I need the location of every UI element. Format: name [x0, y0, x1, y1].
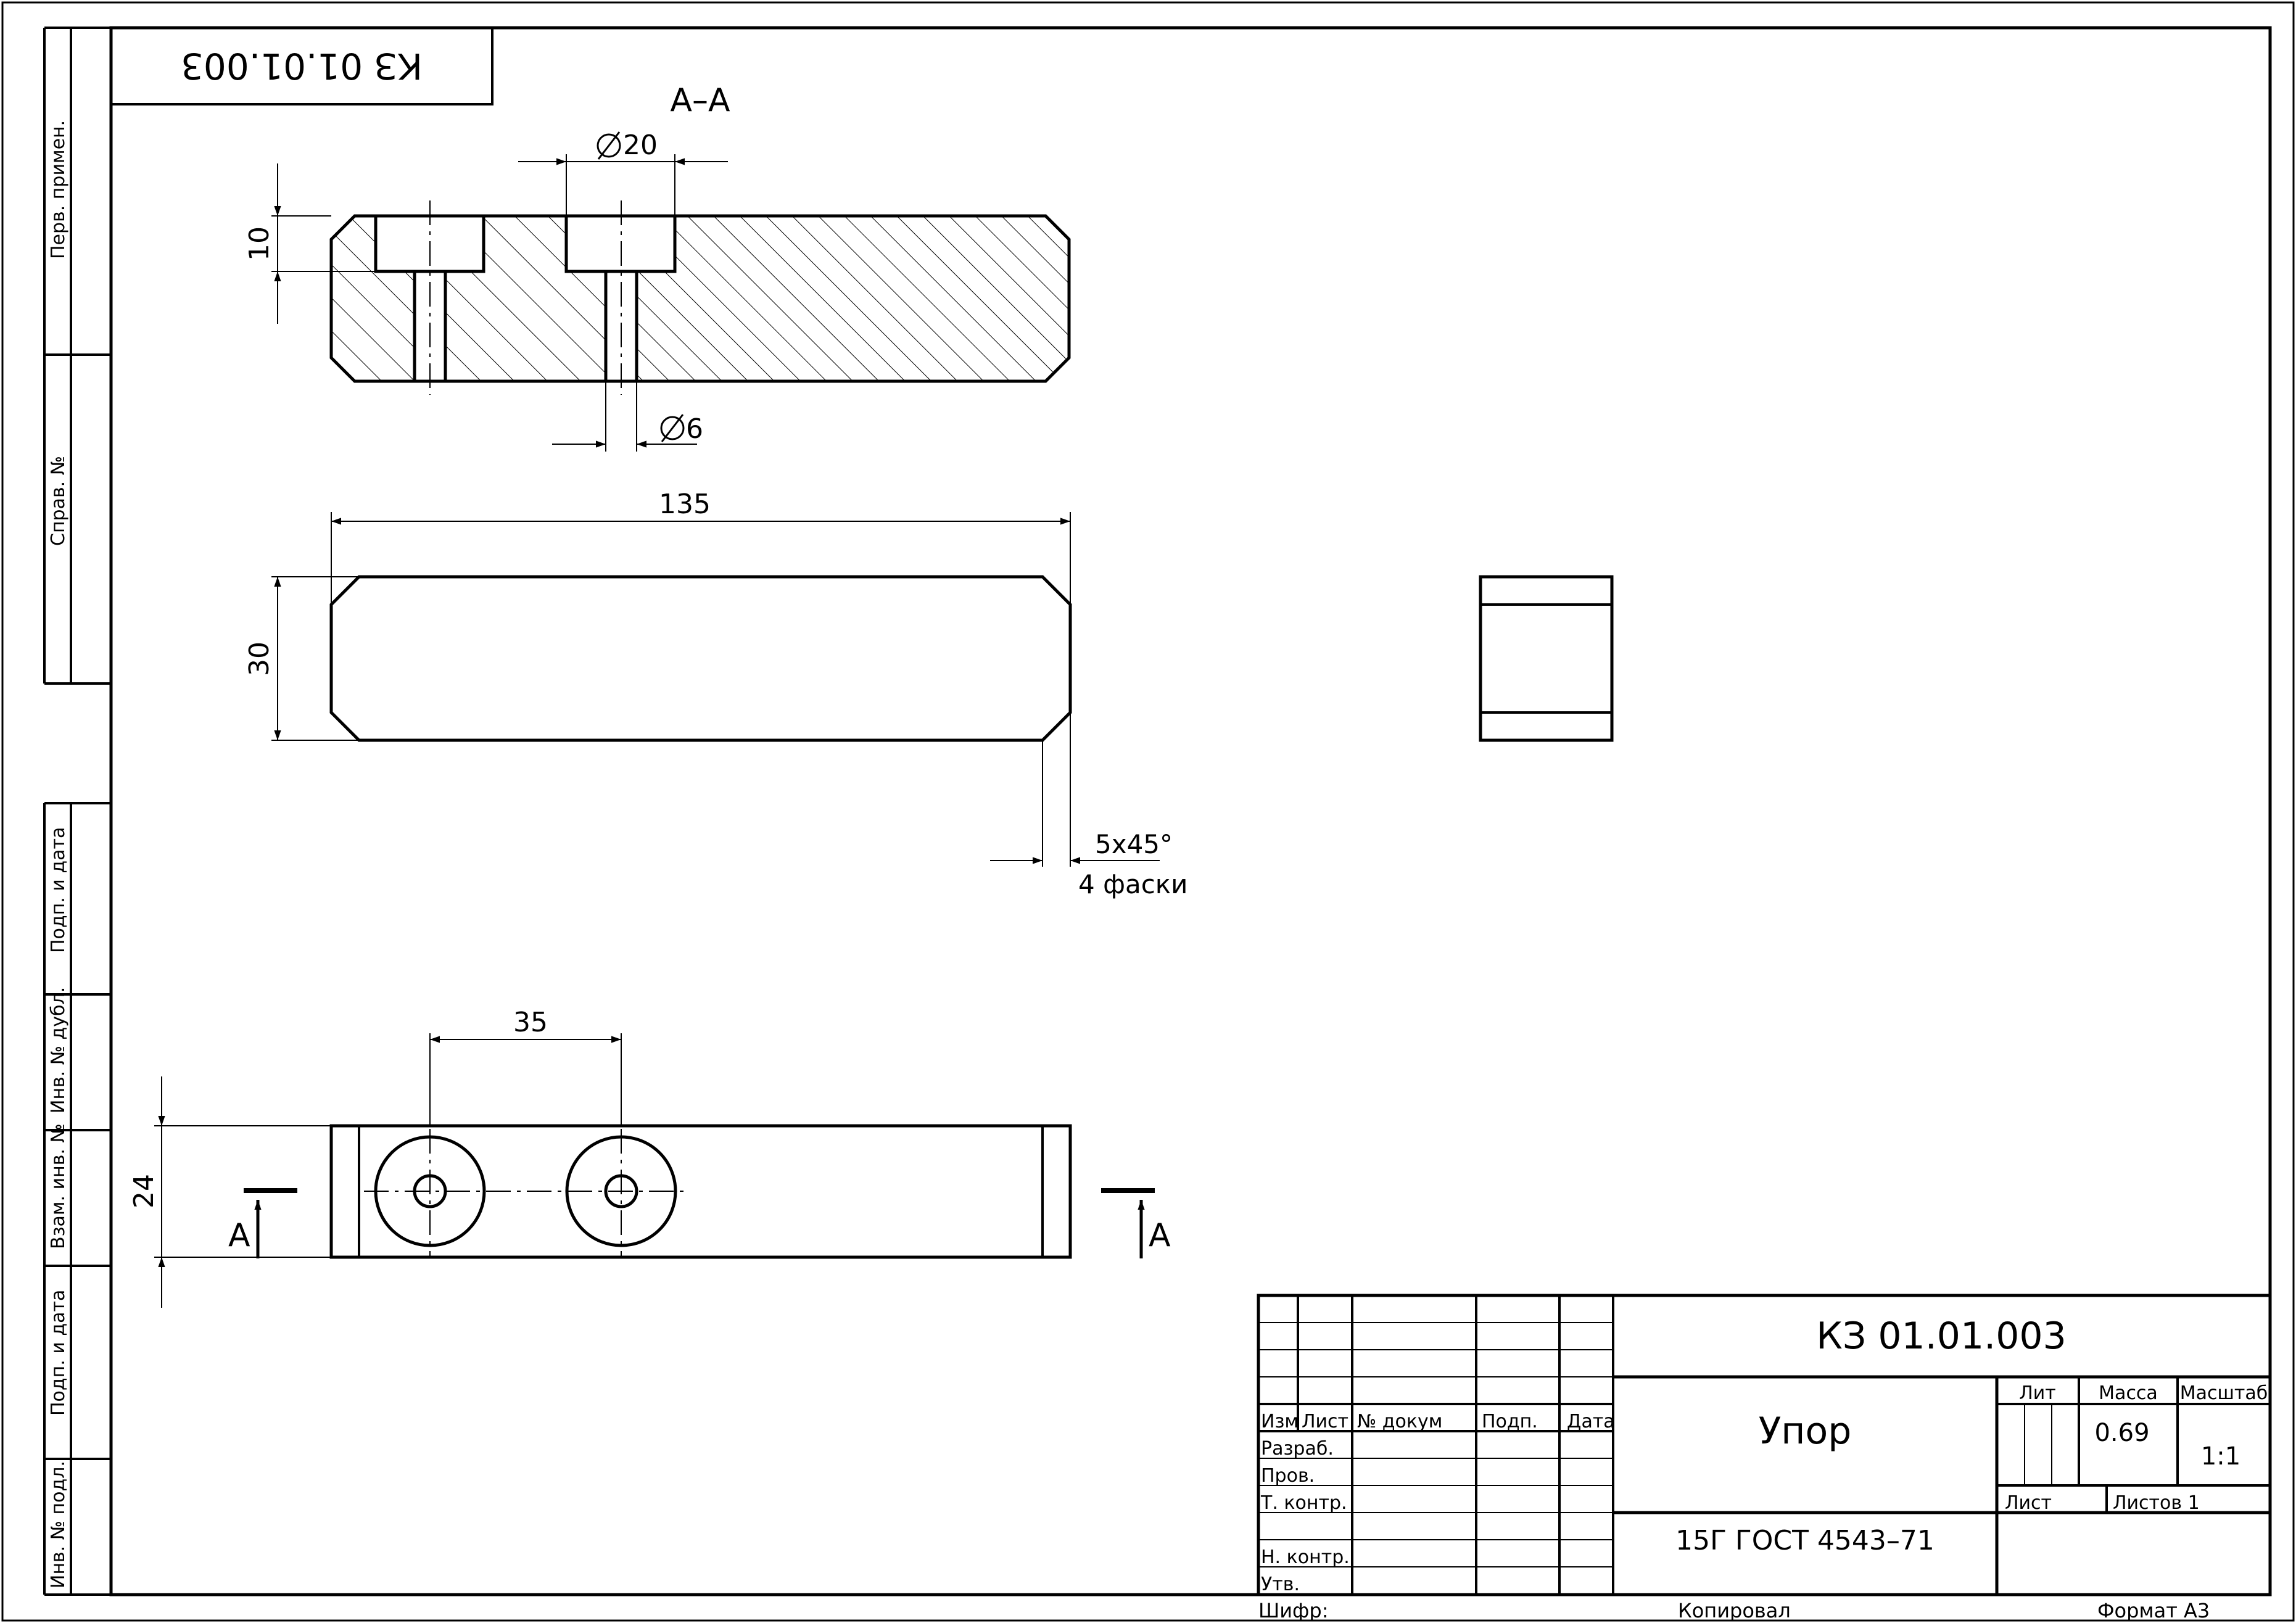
- rotated-designation-box: КЗ 01.01.003: [110, 27, 493, 105]
- tb-col-podp: Подп.: [1482, 1411, 1538, 1432]
- side-stamp: Перв. примен. Справ. № Подп. и дата Инв.…: [43, 27, 111, 1596]
- tb-row-prov: Пров.: [1261, 1465, 1315, 1487]
- top-view: 35 24 А А: [128, 1007, 1171, 1308]
- tb-scale-value: 1:1: [2201, 1442, 2240, 1471]
- side-label-inv-dubl: Инв. № дубл.: [47, 987, 69, 1113]
- tb-col-list: Лист: [1302, 1411, 1348, 1432]
- tb-row-tkontr: Т. контр.: [1260, 1492, 1347, 1514]
- side-label-podp-data-2: Подп. и дата: [47, 1290, 69, 1416]
- tb-lit-label: Лит: [2019, 1382, 2056, 1404]
- tb-row-nkontr: Н. контр.: [1261, 1547, 1350, 1568]
- section-outline: [329, 214, 1071, 383]
- section-hatch-left: [331, 216, 415, 381]
- copied-label: Копировал: [1678, 1599, 1791, 1622]
- section-a-a: А–А 20 10 6: [244, 82, 1071, 452]
- dim-d6: 6: [686, 413, 703, 445]
- side-label-perv-primen: Перв. примен.: [47, 120, 69, 259]
- cut-right-letter: А: [1149, 1217, 1171, 1254]
- section-hatch-mid: [445, 216, 606, 381]
- format-label: Формат А3: [2097, 1599, 2210, 1622]
- side-view: [1479, 575, 1614, 742]
- tb-scale-label: Масштаб: [2180, 1382, 2268, 1404]
- section-label: А–А: [670, 82, 730, 119]
- side-label-sprav: Справ. №: [47, 456, 69, 546]
- dim-30: 30: [244, 642, 275, 676]
- tb-col-izm: Изм: [1261, 1411, 1299, 1432]
- diameter-symbol-20: [597, 133, 621, 158]
- dim-d20: 20: [623, 130, 658, 161]
- cipher-label: Шифр:: [1258, 1599, 1328, 1622]
- tb-designation: КЗ 01.01.003: [1816, 1315, 2067, 1358]
- section-hatch-right: [637, 216, 1069, 381]
- side-label-inv-podl: Инв. № подл.: [47, 1461, 69, 1588]
- tb-col-data: Дата: [1567, 1411, 1615, 1432]
- tb-material: 15Г ГОСТ 4543–71: [1675, 1525, 1935, 1556]
- tb-col-ndokum: № докум: [1357, 1411, 1442, 1432]
- side-label-podp-data-1: Подп. и дата: [47, 827, 69, 953]
- tb-mass-value: 0.69: [2094, 1419, 2149, 1447]
- tb-row-utv: Утв.: [1261, 1574, 1300, 1595]
- dim-10: 10: [244, 226, 275, 261]
- tb-row-razrab: Разраб.: [1261, 1438, 1334, 1460]
- side-label-vzam-inv: Взам. инв. №: [47, 1123, 69, 1249]
- dim-35: 35: [513, 1007, 548, 1038]
- title-block: Изм Лист № докум Подп. Дата Разраб. Пров…: [1257, 1294, 2272, 1596]
- rotated-designation: КЗ 01.01.003: [181, 45, 423, 87]
- tb-sheet-label: Лист: [2005, 1492, 2052, 1514]
- cut-left-letter: А: [228, 1217, 250, 1254]
- tb-part-name: Упор: [1759, 1410, 1852, 1453]
- tb-mass-label: Масса: [2099, 1382, 2158, 1404]
- dim-135: 135: [659, 489, 711, 520]
- front-view: 135 30 5х45° 4 фаски: [244, 489, 1187, 899]
- dim-24: 24: [128, 1174, 160, 1208]
- diameter-symbol-6: [660, 416, 685, 440]
- front-outline: [329, 575, 1072, 742]
- tb-sheets-label: Листов 1: [2113, 1492, 2200, 1514]
- drawing-frame: [109, 26, 2272, 1596]
- chamfer-size: 5х45°: [1095, 829, 1173, 859]
- chamfer-note: 4 фаски: [1078, 869, 1187, 899]
